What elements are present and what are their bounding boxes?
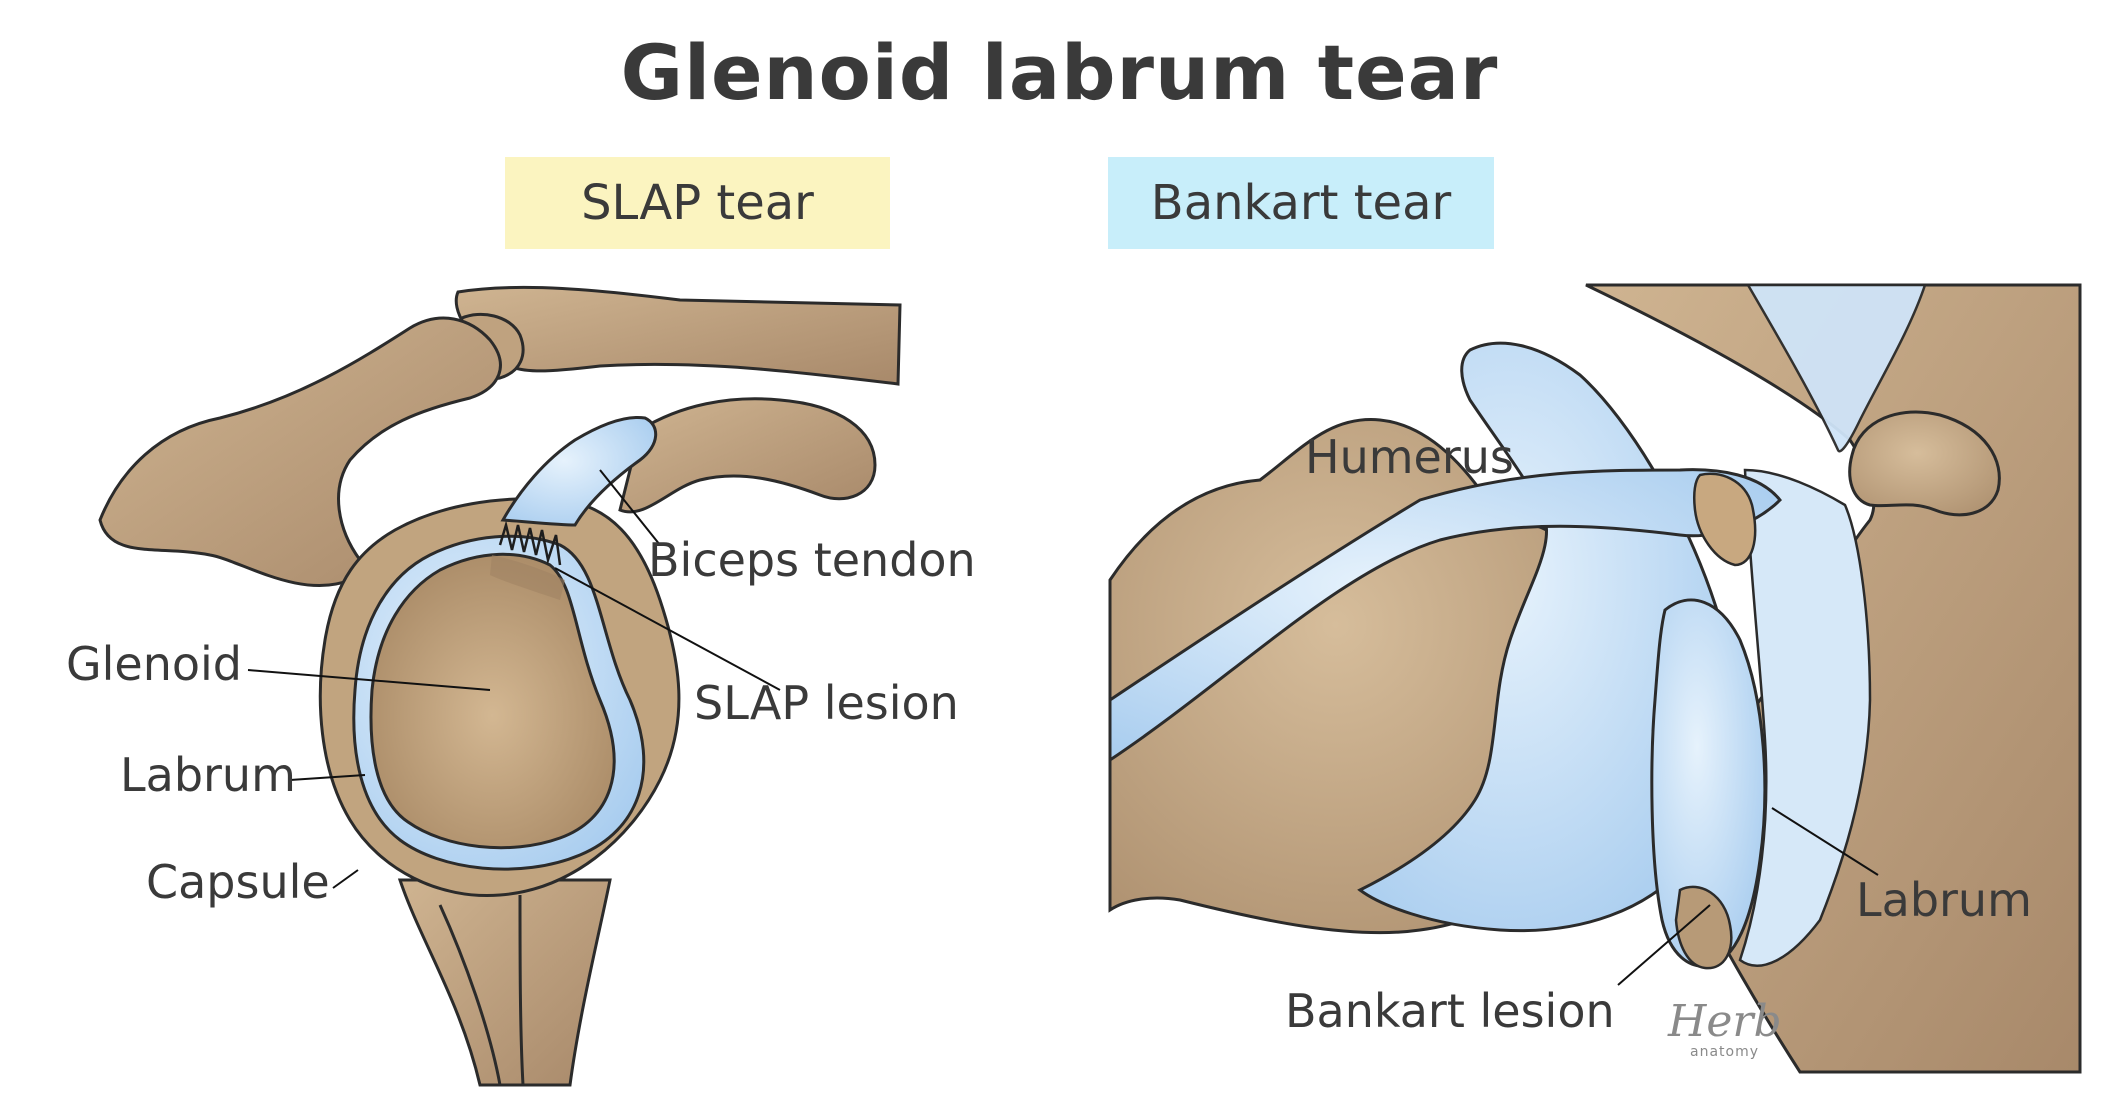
- bankart-illustration: [1108, 283, 2082, 1074]
- coracoid-shape: [618, 397, 877, 514]
- slap-tear-badge: SLAP tear: [505, 157, 890, 249]
- biceps-tendon-shape: [500, 415, 658, 527]
- glenoid-leader: [247, 669, 491, 691]
- coracoid-knob-shape: [1848, 410, 2001, 517]
- humerus-label: Humerus: [1305, 430, 1514, 484]
- scapula-ridge-2: [518, 894, 525, 1086]
- glenoid-label: Glenoid: [66, 637, 243, 691]
- labrum-left-leader: [289, 774, 366, 781]
- bankart-lesion-label: Bankart lesion: [1285, 984, 1615, 1038]
- labrum-right-leader: [1771, 807, 1879, 876]
- capsule-label: Capsule: [146, 855, 330, 909]
- biceps-tendon-label: Biceps tendon: [648, 533, 976, 587]
- slap-lesion-leader: [554, 567, 781, 691]
- logo-subtext: anatomy: [1690, 1044, 1760, 1060]
- slap-lesion-shade: [490, 555, 565, 600]
- ligament-loop-shape: [1692, 472, 1757, 567]
- scapula-ridge-1: [438, 904, 502, 1086]
- scapula-neck-shape: [397, 878, 612, 1087]
- bankart-lesion-shape: [1674, 885, 1733, 970]
- capsule-leader: [332, 869, 359, 889]
- diagram-title: Glenoid labrum tear: [620, 28, 1499, 117]
- biceps-tendon-leader: [599, 469, 661, 546]
- slap-lesion-label: SLAP lesion: [694, 676, 959, 730]
- bankart-tear-badge: Bankart tear: [1108, 157, 1494, 249]
- labrum-left-label: Labrum: [120, 748, 296, 802]
- herb-anatomy-logo: Herb anatomy: [1668, 1000, 1782, 1061]
- bankart-lesion-leader: [1617, 904, 1711, 986]
- clavicle-shape: [454, 285, 902, 386]
- labrum-right-label: Labrum: [1856, 873, 2032, 927]
- capsule-fan-right: [1738, 468, 1872, 967]
- upper-ligament-shape: [1745, 283, 1927, 453]
- logo-mark: Herb: [1668, 996, 1782, 1047]
- glenoid-shape: [369, 552, 616, 850]
- slap-lesion-tear: [498, 520, 562, 566]
- scapular-spine-shape: [98, 316, 502, 587]
